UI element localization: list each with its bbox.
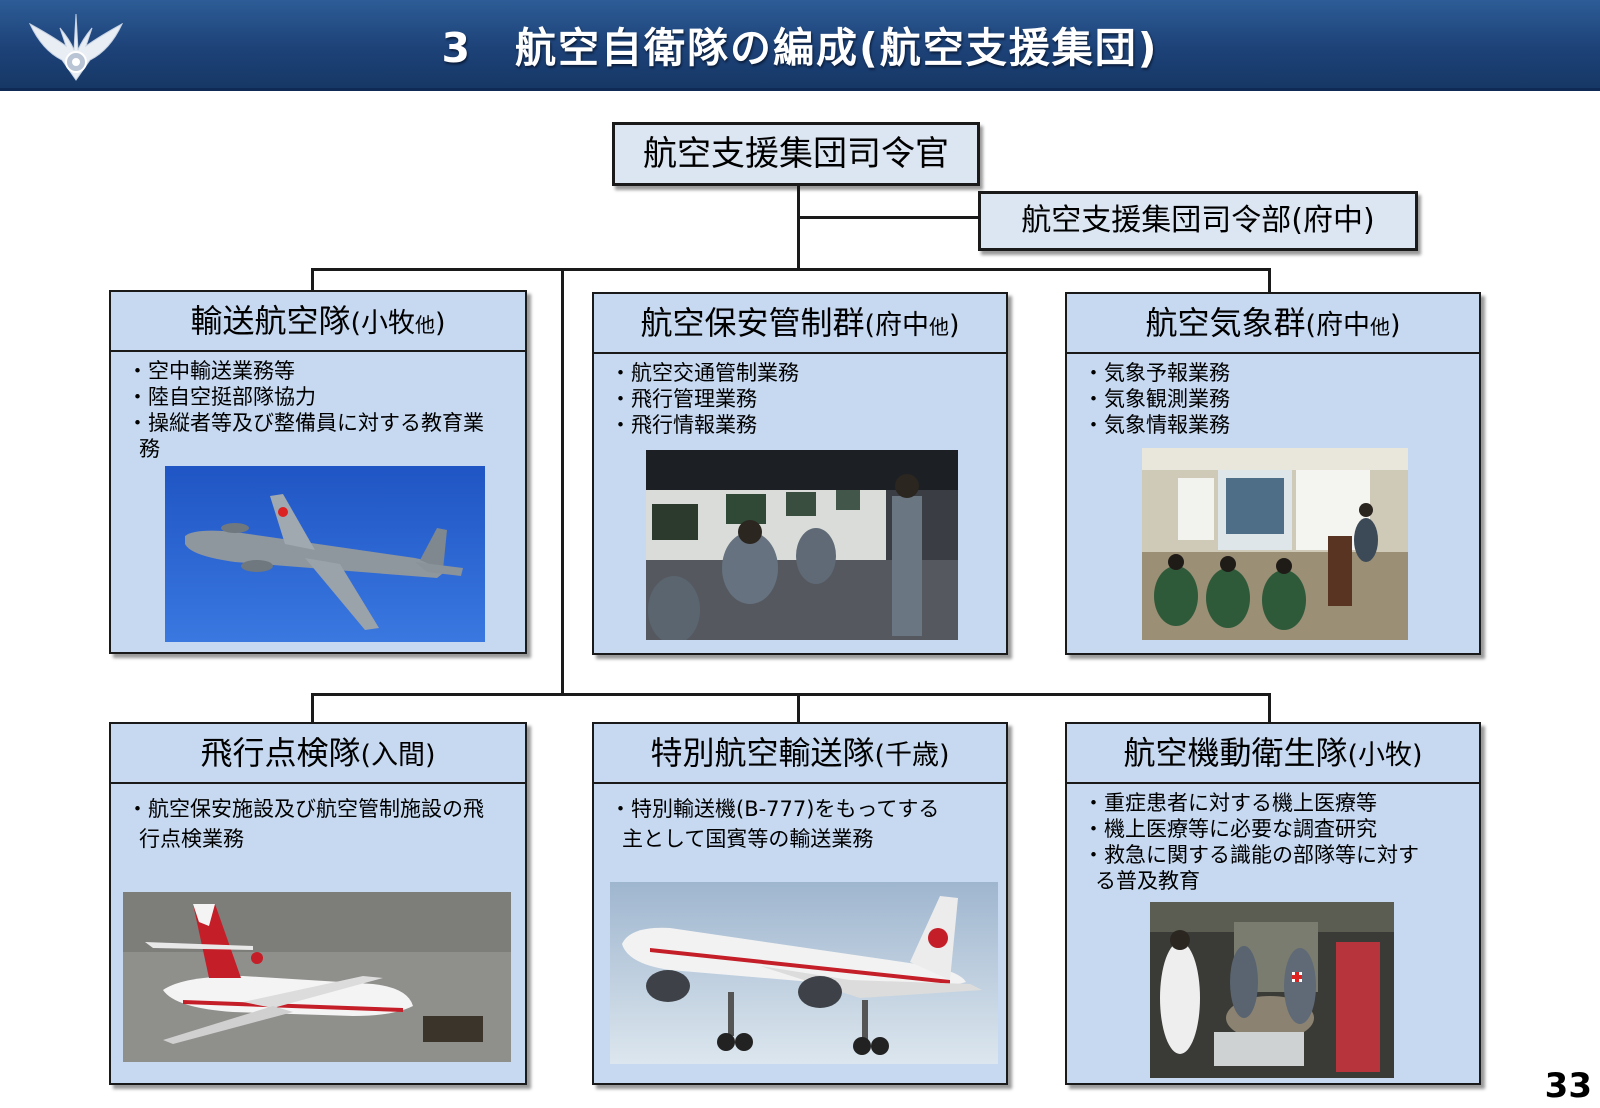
unit-name: 航空保安管制群 bbox=[640, 304, 865, 342]
unit-title: 航空保安管制群(府中他) bbox=[594, 294, 1006, 354]
page-title: 3 航空自衛隊の編成(航空支援集団) bbox=[441, 24, 1159, 72]
unit-box-flight-check-squadron: 飛行点検隊(入間) ・航空保安施設及び航空管制施設の飛行点検業務 bbox=[109, 722, 527, 1085]
unit-name: 特別航空輸送隊 bbox=[650, 734, 875, 772]
connector-bottom-bar bbox=[311, 693, 1271, 696]
duty-item: ・空中輸送業務等 bbox=[127, 359, 295, 383]
duty-list: ・航空交通管制業務 ・飛行管理業務 ・飛行情報業務 bbox=[594, 360, 1006, 438]
unit-location: (小牧) bbox=[1347, 740, 1423, 771]
connector-drop-3 bbox=[1268, 268, 1271, 294]
unit-title: 航空気象群(府中他) bbox=[1067, 294, 1479, 354]
unit-title: 航空機動衛生隊(小牧) bbox=[1067, 724, 1479, 784]
commander-box: 航空支援集団司令官 bbox=[612, 122, 980, 186]
unit-title: 飛行点検隊(入間) bbox=[111, 724, 525, 784]
duty-item: ・気象観測業務 bbox=[1083, 387, 1230, 411]
duty-item: ・気象予報業務 bbox=[1083, 361, 1230, 385]
b777-government-aircraft-photo bbox=[610, 882, 998, 1064]
duty-item: ・特別輸送機(B-777)をもってする主として国賓等の輸送業務 bbox=[610, 797, 940, 851]
duty-item: ・救急に関する識能の部隊等に対する普及教育 bbox=[1083, 843, 1419, 893]
unit-location: (府中 bbox=[864, 310, 929, 341]
unit-location-suffix: 他 bbox=[929, 315, 949, 339]
unit-name: 輸送航空隊 bbox=[190, 302, 351, 340]
unit-box-aeromedical-evacuation-squadron: 航空機動衛生隊(小牧) ・重症患者に対する機上医療等 ・機上医療等に必要な調査研… bbox=[1065, 722, 1481, 1085]
unit-location-suffix: 他 bbox=[1370, 315, 1390, 339]
duty-item: ・航空交通管制業務 bbox=[610, 361, 799, 385]
unit-location: (入間) bbox=[360, 740, 436, 771]
duty-list: ・航空保安施設及び航空管制施設の飛行点検業務 bbox=[111, 794, 497, 854]
unit-location: (千歳) bbox=[874, 740, 950, 771]
c2-transport-aircraft-photo bbox=[165, 466, 485, 642]
unit-location-close: ) bbox=[435, 308, 446, 339]
duty-list: ・空中輸送業務等 ・陸自空挺部隊協力 ・操縦者等及び整備員に対する教育業務 bbox=[111, 358, 497, 462]
unit-name: 航空機動衛生隊 bbox=[1123, 734, 1348, 772]
title-bar: 3 航空自衛隊の編成(航空支援集団) bbox=[0, 0, 1600, 91]
unit-location: (府中 bbox=[1305, 310, 1370, 341]
duty-item: ・操縦者等及び整備員に対する教育業務 bbox=[127, 411, 484, 461]
jasdf-eagle-emblem-icon bbox=[28, 13, 124, 81]
unit-location: (小牧 bbox=[350, 308, 415, 339]
duty-item: ・重症患者に対する機上医療等 bbox=[1083, 791, 1377, 815]
unit-title: 特別航空輸送隊(千歳) bbox=[594, 724, 1006, 784]
page-number: 33 bbox=[1544, 1066, 1592, 1106]
connector-drop-6 bbox=[1268, 693, 1271, 725]
weather-briefing-photo bbox=[1142, 448, 1408, 640]
duty-item: ・飛行管理業務 bbox=[610, 387, 757, 411]
unit-box-weather-group: 航空気象群(府中他) ・気象予報業務 ・気象観測業務 ・気象情報業務 bbox=[1065, 292, 1481, 655]
duty-item: ・航空保安施設及び航空管制施設の飛行点検業務 bbox=[127, 797, 484, 851]
connector-drop-5 bbox=[797, 693, 800, 725]
unit-title: 輸送航空隊(小牧他) bbox=[111, 292, 525, 352]
air-traffic-control-room-photo bbox=[646, 450, 958, 640]
connector-drop-4 bbox=[311, 693, 314, 725]
connector-hq bbox=[797, 216, 980, 219]
duty-item: ・陸自空挺部隊協力 bbox=[127, 385, 316, 409]
unit-box-air-traffic-control-group: 航空保安管制群(府中他) ・航空交通管制業務 ・飛行管理業務 ・飛行情報業務 bbox=[592, 292, 1008, 655]
aeromedical-team-photo bbox=[1150, 902, 1394, 1078]
unit-name: 飛行点検隊 bbox=[200, 734, 361, 772]
unit-location-close: ) bbox=[949, 310, 960, 341]
unit-box-special-airlift-group: 特別航空輸送隊(千歳) ・特別輸送機(B-777)をもってする主として国賓等の輸… bbox=[592, 722, 1008, 1085]
duty-list: ・特別輸送機(B-777)をもってする主として国賓等の輸送業務 bbox=[594, 794, 960, 854]
duty-item: ・機上医療等に必要な調査研究 bbox=[1083, 817, 1377, 841]
duty-list: ・気象予報業務 ・気象観測業務 ・気象情報業務 bbox=[1067, 360, 1479, 438]
unit-location-close: ) bbox=[1390, 310, 1401, 341]
unit-box-transport-wing: 輸送航空隊(小牧他) ・空中輸送業務等 ・陸自空挺部隊協力 ・操縦者等及び整備員… bbox=[109, 290, 527, 654]
connector-left-trunk bbox=[561, 268, 564, 695]
connector-drop-1 bbox=[311, 268, 314, 292]
connector-top-bar bbox=[311, 268, 1271, 271]
duty-item: ・飛行情報業務 bbox=[610, 413, 757, 437]
unit-name: 航空気象群 bbox=[1145, 304, 1306, 342]
flight-check-jet-photo bbox=[123, 892, 511, 1062]
connector-trunk bbox=[797, 183, 800, 270]
duty-item: ・気象情報業務 bbox=[1083, 413, 1230, 437]
unit-location-suffix: 他 bbox=[415, 313, 435, 337]
duty-list: ・重症患者に対する機上医療等 ・機上医療等に必要な調査研究 ・救急に関する識能の… bbox=[1067, 790, 1423, 894]
headquarters-box: 航空支援集団司令部(府中) bbox=[978, 191, 1418, 251]
